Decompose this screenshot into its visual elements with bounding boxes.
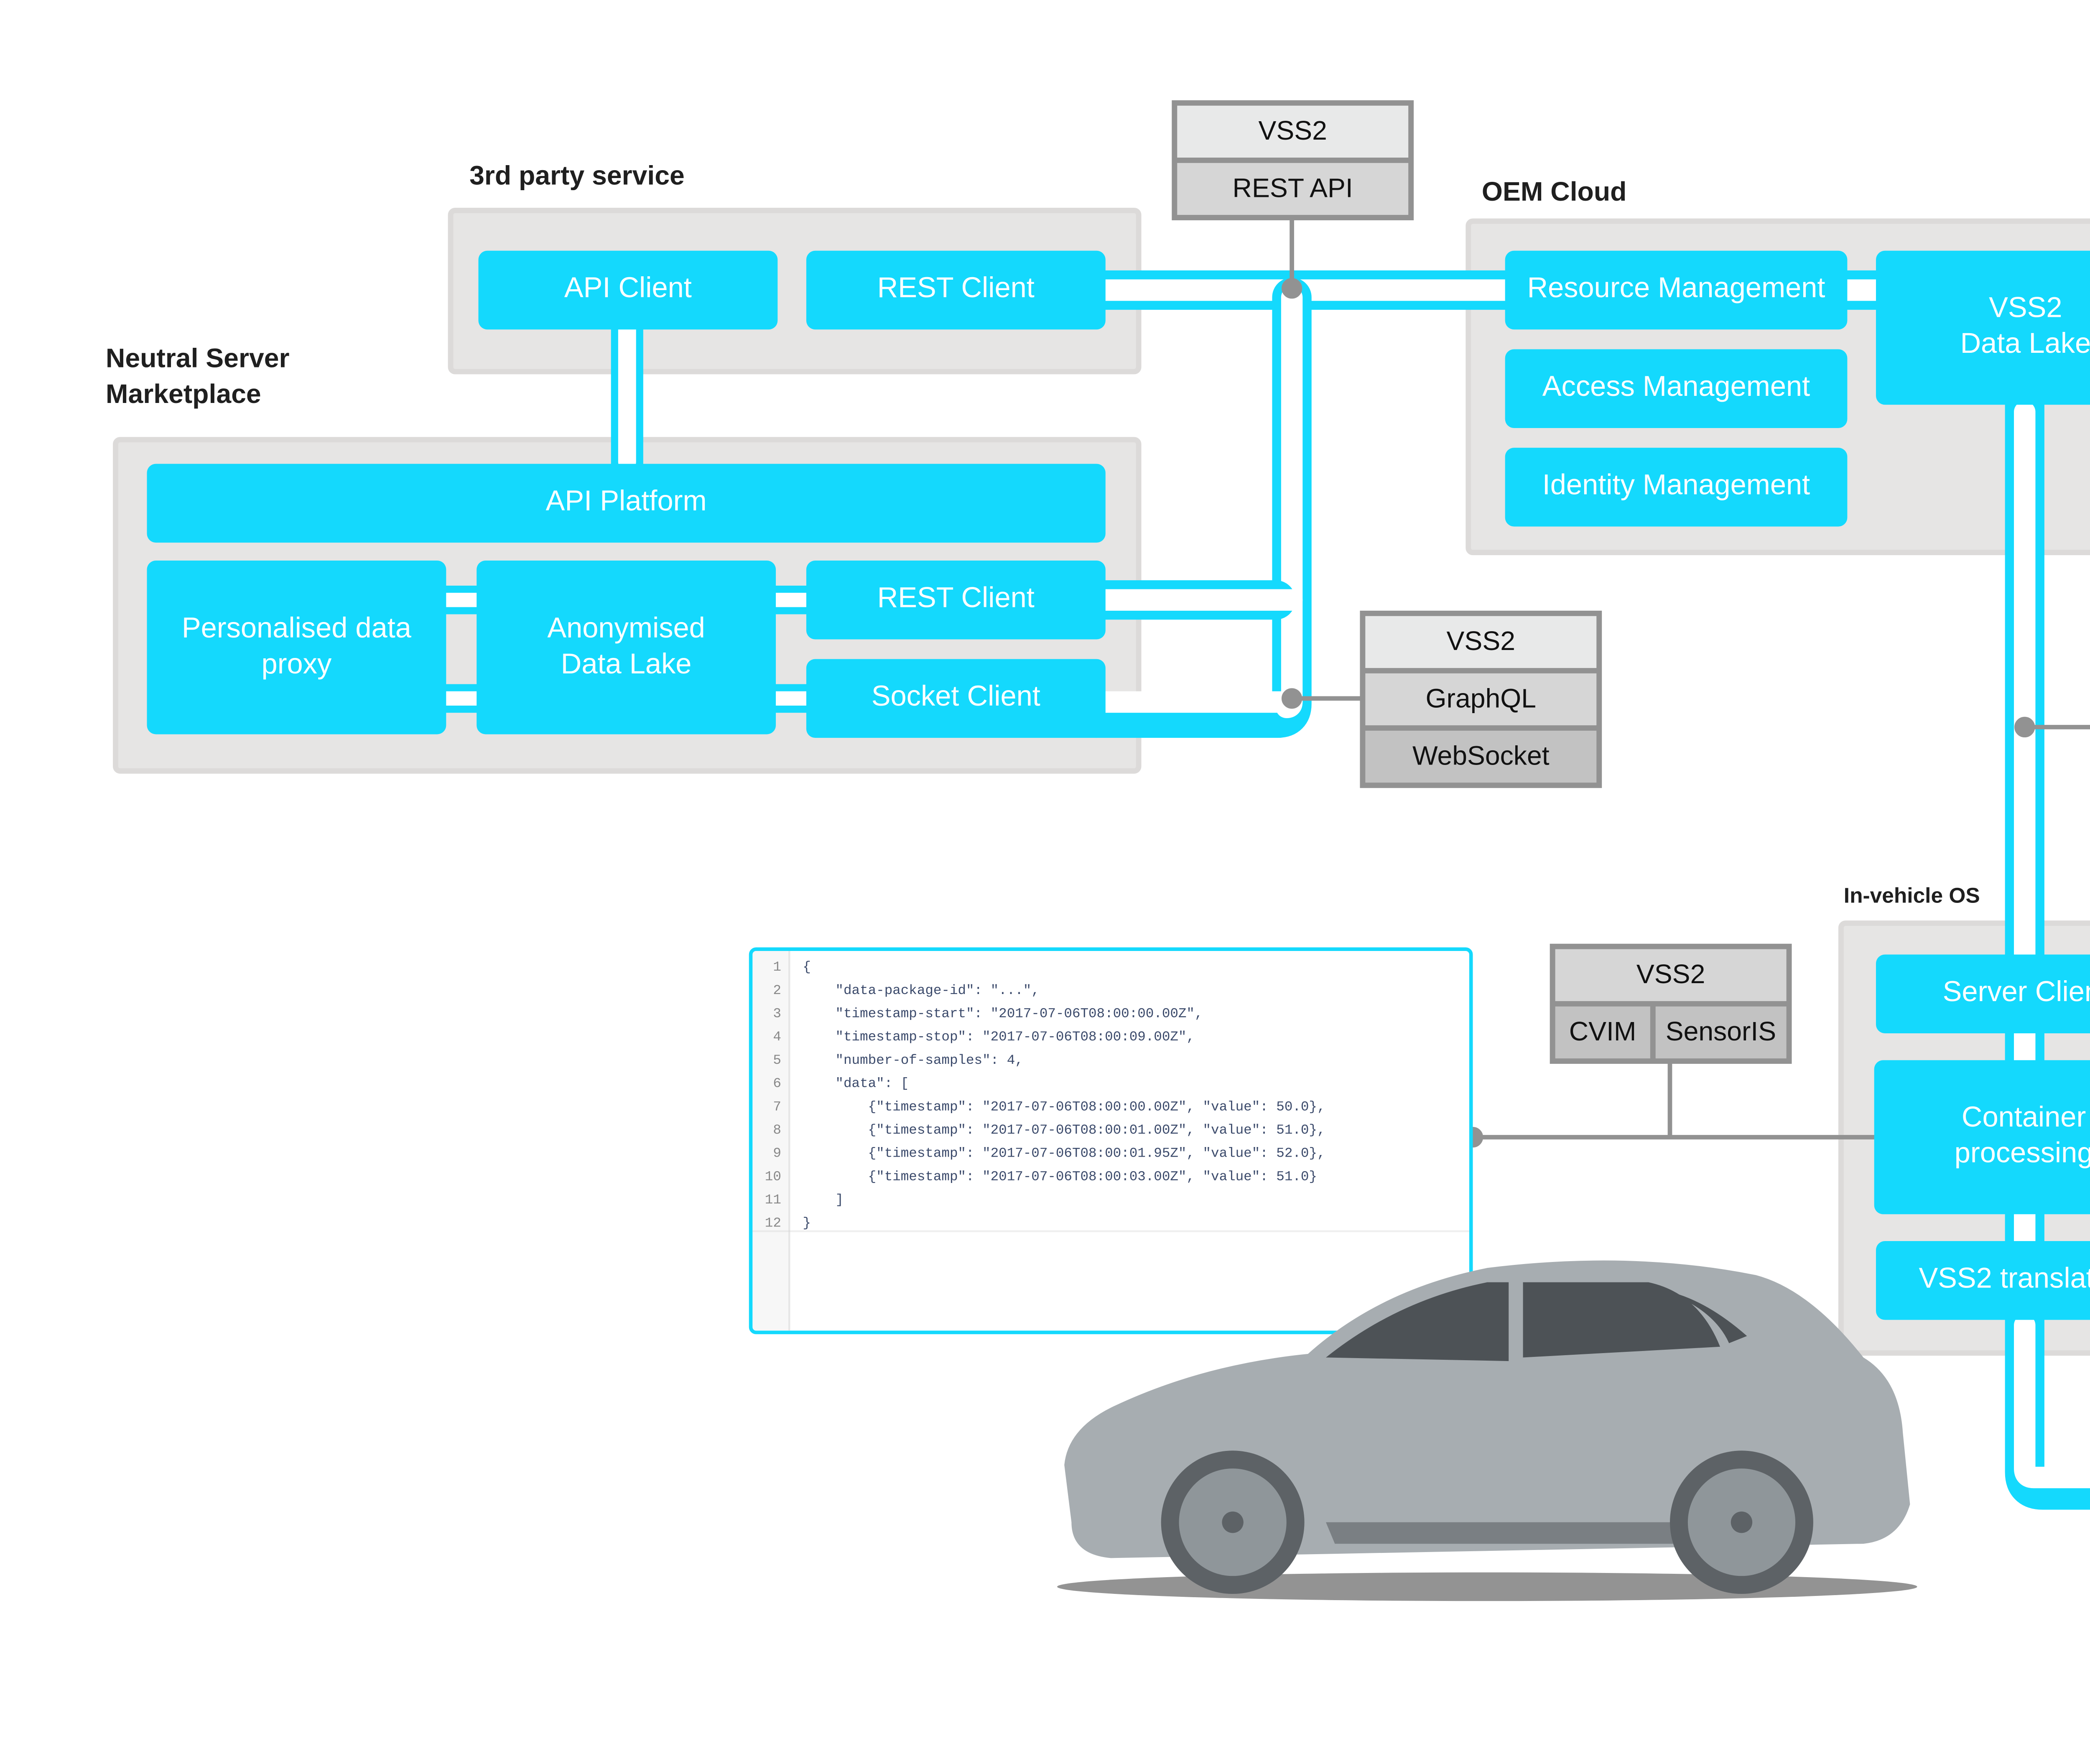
vehicle-windows — [1326, 1282, 1747, 1361]
line-number: 11 — [765, 1194, 781, 1209]
oem-cloud-title: OEM Cloud — [1481, 177, 1627, 208]
stack-cell: SensorIS — [1655, 1006, 1787, 1059]
stack-rest-api: VSS2 REST API — [1172, 100, 1414, 220]
code-line: 3 "timestamp-start": "2017-07-06T08:00:0… — [752, 1004, 1203, 1028]
code-text: {"timestamp": "2017-07-06T08:00:01.00Z",… — [803, 1124, 1325, 1139]
personalised-data-proxy[interactable]: Personalised data proxy — [147, 560, 446, 734]
access-management[interactable]: Access Management — [1505, 349, 1848, 428]
stack-cell: WebSocket — [1365, 730, 1597, 783]
neutral-server-title-line1: Neutral Server — [105, 344, 290, 375]
rest-client-neutral[interactable]: REST Client — [806, 560, 1106, 640]
vss2-translation[interactable]: VSS2 translation — [1876, 1241, 2090, 1320]
line-number: 2 — [773, 985, 781, 999]
line-number: 1 — [773, 961, 781, 976]
junction-dot — [2014, 716, 2035, 738]
code-text: "timestamp-start": "2017-07-06T08:00:00.… — [803, 1008, 1203, 1023]
code-line: 10 {"timestamp": "2017-07-06T08:00:03.00… — [752, 1168, 1317, 1191]
line-number: 8 — [773, 1124, 781, 1139]
line-number: 4 — [773, 1031, 781, 1046]
stack-cell: VSS2 — [1555, 949, 1787, 1001]
anonymised-data-lake[interactable]: Anonymised Data Lake — [477, 560, 776, 734]
code-text: {"timestamp": "2017-07-06T08:00:01.95Z",… — [803, 1148, 1325, 1162]
code-reflection — [752, 1230, 1469, 1331]
stack-cell: GraphQL — [1365, 673, 1597, 726]
code-text: {"timestamp": "2017-07-06T08:00:03.00Z",… — [803, 1171, 1317, 1186]
rear-wheel — [1670, 1450, 1813, 1594]
line-number: 7 — [773, 1101, 781, 1116]
json-data-package: 1{2 "data-package-id": "...",3 "timestam… — [749, 947, 1473, 1334]
in-vehicle-title: In-vehicle OS — [1843, 883, 1980, 908]
vehicle-shadow — [1057, 1572, 1917, 1601]
vehicle-illustration — [1057, 1260, 1917, 1601]
socket-client[interactable]: Socket Client — [806, 659, 1106, 738]
line-number: 10 — [765, 1171, 781, 1186]
line-number: 12 — [765, 1218, 781, 1232]
code-line: 4 "timestamp-stop": "2017-07-06T08:00:09… — [752, 1028, 1195, 1051]
code-line: 6 "data": [ — [752, 1075, 909, 1098]
line-number: 9 — [773, 1148, 781, 1162]
code-line: 5 "number-of-samples": 4, — [752, 1051, 1023, 1075]
code-line: 1{ — [752, 958, 811, 981]
identity-management[interactable]: Identity Management — [1505, 448, 1848, 527]
server-client[interactable]: Server Client — [1876, 954, 2090, 1034]
vss2-data-lake[interactable]: VSS2 Data Lake — [1876, 250, 2090, 405]
code-text: "data-package-id": "...", — [803, 985, 1040, 999]
code-text: "number-of-samples": 4, — [803, 1055, 1023, 1069]
junction-dot — [1281, 688, 1302, 709]
code-line: 12} — [752, 1214, 811, 1238]
neutral-server-title-line2: Marketplace — [105, 380, 261, 410]
api-platform[interactable]: API Platform — [147, 464, 1106, 543]
third-party-title: 3rd party service — [469, 161, 685, 192]
code-text: "timestamp-stop": "2017-07-06T08:00:09.0… — [803, 1031, 1195, 1046]
resource-management[interactable]: Resource Management — [1505, 250, 1848, 330]
code-line: 11 ] — [752, 1191, 844, 1214]
line-number: 5 — [773, 1055, 781, 1069]
stack-cell: VSS2 — [1365, 616, 1597, 668]
front-wheel — [1161, 1450, 1305, 1594]
pipe-trunk — [1077, 278, 1312, 738]
code-line: 7 {"timestamp": "2017-07-06T08:00:00.00Z… — [752, 1098, 1325, 1121]
code-text: {"timestamp": "2017-07-06T08:00:00.00Z",… — [803, 1101, 1325, 1116]
container-processing[interactable]: Container processing — [1874, 1060, 2090, 1214]
code-text: "data": [ — [803, 1078, 909, 1093]
rest-client-3rd-party[interactable]: REST Client — [806, 250, 1106, 330]
line-number: 6 — [773, 1078, 781, 1093]
stack-cell: CVIM — [1555, 1006, 1650, 1059]
vehicle-sill — [1326, 1522, 1756, 1544]
line-gutter — [752, 951, 790, 1331]
code-text: } — [803, 1218, 811, 1232]
code-line: 2 "data-package-id": "...", — [752, 981, 1040, 1005]
api-client[interactable]: API Client — [478, 250, 778, 330]
code-text: ] — [803, 1194, 844, 1209]
code-line: 8 {"timestamp": "2017-07-06T08:00:01.00Z… — [752, 1121, 1325, 1145]
code-text: { — [803, 961, 811, 976]
line-number: 3 — [773, 1008, 781, 1023]
code-line: 9 {"timestamp": "2017-07-06T08:00:01.95Z… — [752, 1145, 1325, 1168]
junction-dot — [1281, 278, 1302, 299]
stack-cell: REST API — [1177, 163, 1409, 215]
stack-cell: VSS2 — [1177, 105, 1409, 158]
stack-graphql-websocket: VSS2 GraphQL WebSocket — [1360, 610, 1602, 788]
